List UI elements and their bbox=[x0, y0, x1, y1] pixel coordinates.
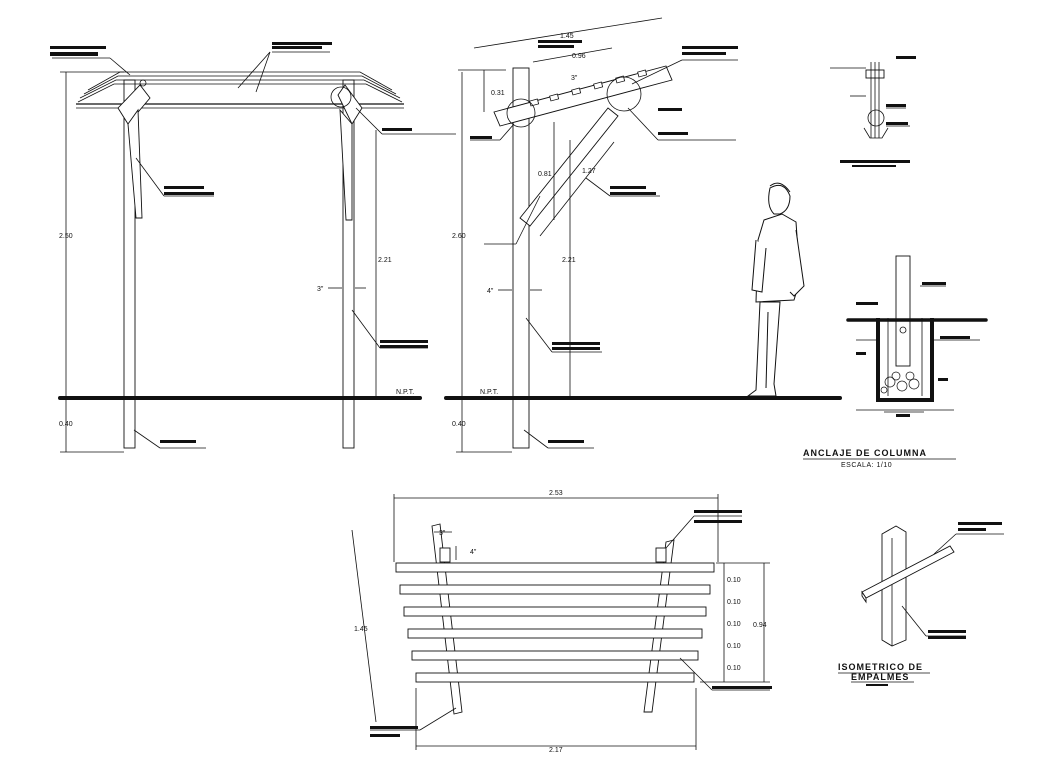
front-left-brace bbox=[127, 108, 143, 219]
side-brace-length: 1.27 bbox=[582, 168, 596, 175]
plan-slat-spacing-4: 0.10 bbox=[727, 643, 741, 650]
side-roof-beam bbox=[493, 65, 673, 127]
front-leaders bbox=[52, 51, 456, 449]
side-beam-length: 1.45 bbox=[560, 33, 574, 40]
front-column-size: 3" bbox=[317, 286, 324, 293]
anchor-gravel bbox=[880, 371, 920, 394]
anchor-column bbox=[895, 255, 911, 367]
plan-slat-spacing-1: 0.10 bbox=[727, 577, 741, 584]
side-beam-segment: 0.96 bbox=[572, 53, 586, 60]
iso-title-line1: ISOMETRICO DE bbox=[838, 662, 923, 672]
side-height-column: 2.21 bbox=[562, 257, 576, 264]
plan-right-post-section bbox=[655, 547, 667, 563]
side-note-bars bbox=[470, 40, 738, 443]
human-scale-figure bbox=[746, 182, 805, 397]
side-column-size: 4" bbox=[487, 288, 494, 295]
anchor-detail-scale: ESCALA: 1/10 bbox=[841, 462, 892, 469]
anchor-detail-title: ANCLAJE DE COLUMNA bbox=[803, 448, 927, 458]
side-column bbox=[512, 67, 530, 449]
side-leaders bbox=[470, 59, 738, 449]
side-joint-circle-right bbox=[606, 76, 642, 112]
front-ground-label: N.P.T. bbox=[396, 389, 414, 396]
plan-slats bbox=[395, 562, 715, 683]
front-elevation: 2.50 0.40 2.21 3" N.P.T. bbox=[50, 42, 456, 453]
iso-title-line2: EMPALMES bbox=[851, 672, 909, 682]
side-slat-sections bbox=[529, 69, 648, 107]
side-brace-vertical: 0.81 bbox=[538, 171, 552, 178]
plan-top-width: 2.53 bbox=[549, 490, 563, 497]
iso-post bbox=[881, 525, 907, 647]
connection-detail-small bbox=[830, 56, 916, 167]
side-ground-label: N.P.T. bbox=[480, 389, 498, 396]
plan-bottom-width: 2.17 bbox=[549, 747, 563, 754]
plan-column-d: 4" bbox=[470, 549, 477, 556]
side-beam-angle-label: 3" bbox=[571, 75, 578, 82]
side-diagonal-brace bbox=[519, 107, 619, 227]
plan-slat-spacing-2: 0.10 bbox=[727, 599, 741, 606]
front-right-brace bbox=[339, 108, 353, 221]
front-left-brace-top bbox=[117, 84, 151, 125]
side-elevation: 1.45 0.96 0.31 3" 0.81 1.27 2.60 0.40 2.… bbox=[444, 17, 842, 453]
isometric-detail: ISOMETRICO DE EMPALMES bbox=[838, 522, 1004, 686]
iso-beam bbox=[861, 545, 955, 599]
plan-column-w: 3" bbox=[439, 530, 446, 537]
front-right-brace-top bbox=[337, 84, 363, 125]
plan-slat-spacing-3: 0.10 bbox=[727, 621, 741, 628]
side-beam-offset: 0.31 bbox=[491, 90, 505, 97]
plan-slat-total: 0.94 bbox=[753, 622, 767, 629]
plan-slat-spacing-5: 0.10 bbox=[727, 665, 741, 672]
plan-view: 2.53 2.17 1.45 3" 4" 0.10 0.10 0.10 0.10… bbox=[351, 490, 772, 754]
front-joint-detail-circle bbox=[330, 86, 352, 108]
front-height-column: 2.21 bbox=[378, 257, 392, 264]
anchor-detail: ANCLAJE DE COLUMNA ESCALA: 1/10 bbox=[803, 255, 988, 469]
side-depth-below: 0.40 bbox=[452, 421, 466, 428]
plan-left-post-section bbox=[439, 547, 451, 563]
front-note-bars bbox=[50, 42, 428, 443]
plan-depth: 1.45 bbox=[354, 626, 368, 633]
side-joint-circle-left bbox=[506, 98, 536, 128]
front-height-total: 2.50 bbox=[59, 233, 73, 240]
front-depth-below: 0.40 bbox=[59, 421, 73, 428]
side-height-total: 2.60 bbox=[452, 233, 466, 240]
